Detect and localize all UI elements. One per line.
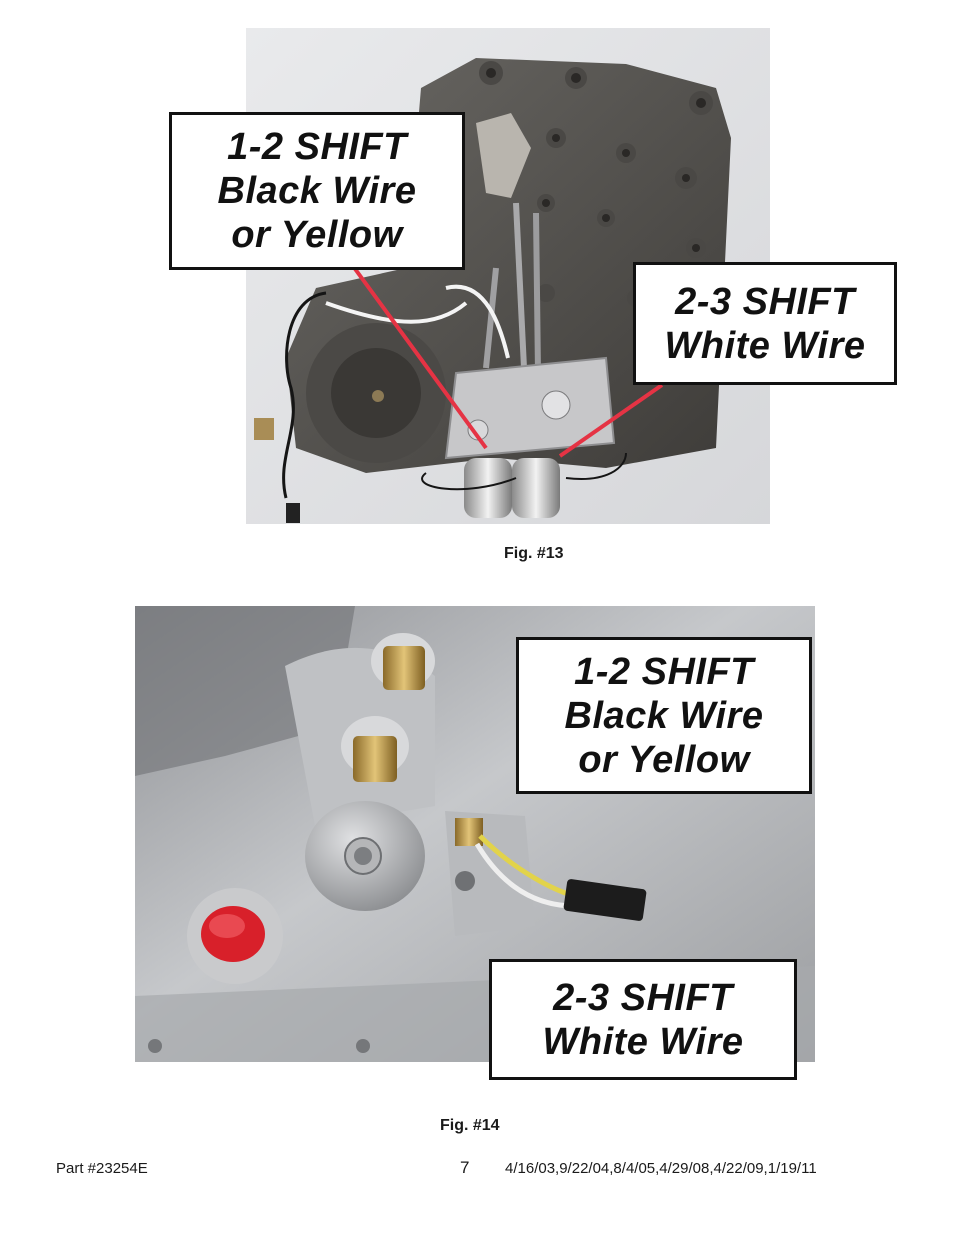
callout-line: White Wire [542,1020,744,1063]
callout-2-3-shift-fig13: 2-3 SHIFT White Wire [633,262,897,385]
footer-part-number: Part #23254E [56,1160,148,1177]
figure-13-caption: Fig. #13 [504,545,564,562]
callout-1-2-shift-fig13: 1-2 SHIFT Black Wire or Yellow [169,112,465,270]
footer-page-number: 7 [460,1158,470,1177]
callout-line: 2-3 SHIFT [675,280,855,323]
callout-2-3-shift-fig14: 2-3 SHIFT White Wire [489,959,797,1080]
callout-line: or Yellow [231,214,403,256]
figure-14-caption: Fig. #14 [440,1117,500,1134]
callout-line: Black Wire [217,170,417,212]
callout-line: 1-2 SHIFT [574,650,754,693]
callout-line: White Wire [664,324,866,367]
callout-line: or Yellow [578,738,750,781]
callout-1-2-shift-fig14: 1-2 SHIFT Black Wire or Yellow [516,637,812,794]
footer-revision-dates: 4/16/03,9/22/04,8/4/05,4/29/08,4/22/09,1… [505,1160,817,1177]
callout-line: Black Wire [564,694,764,737]
callout-line: 2-3 SHIFT [553,976,733,1019]
callout-line: 1-2 SHIFT [227,126,407,168]
